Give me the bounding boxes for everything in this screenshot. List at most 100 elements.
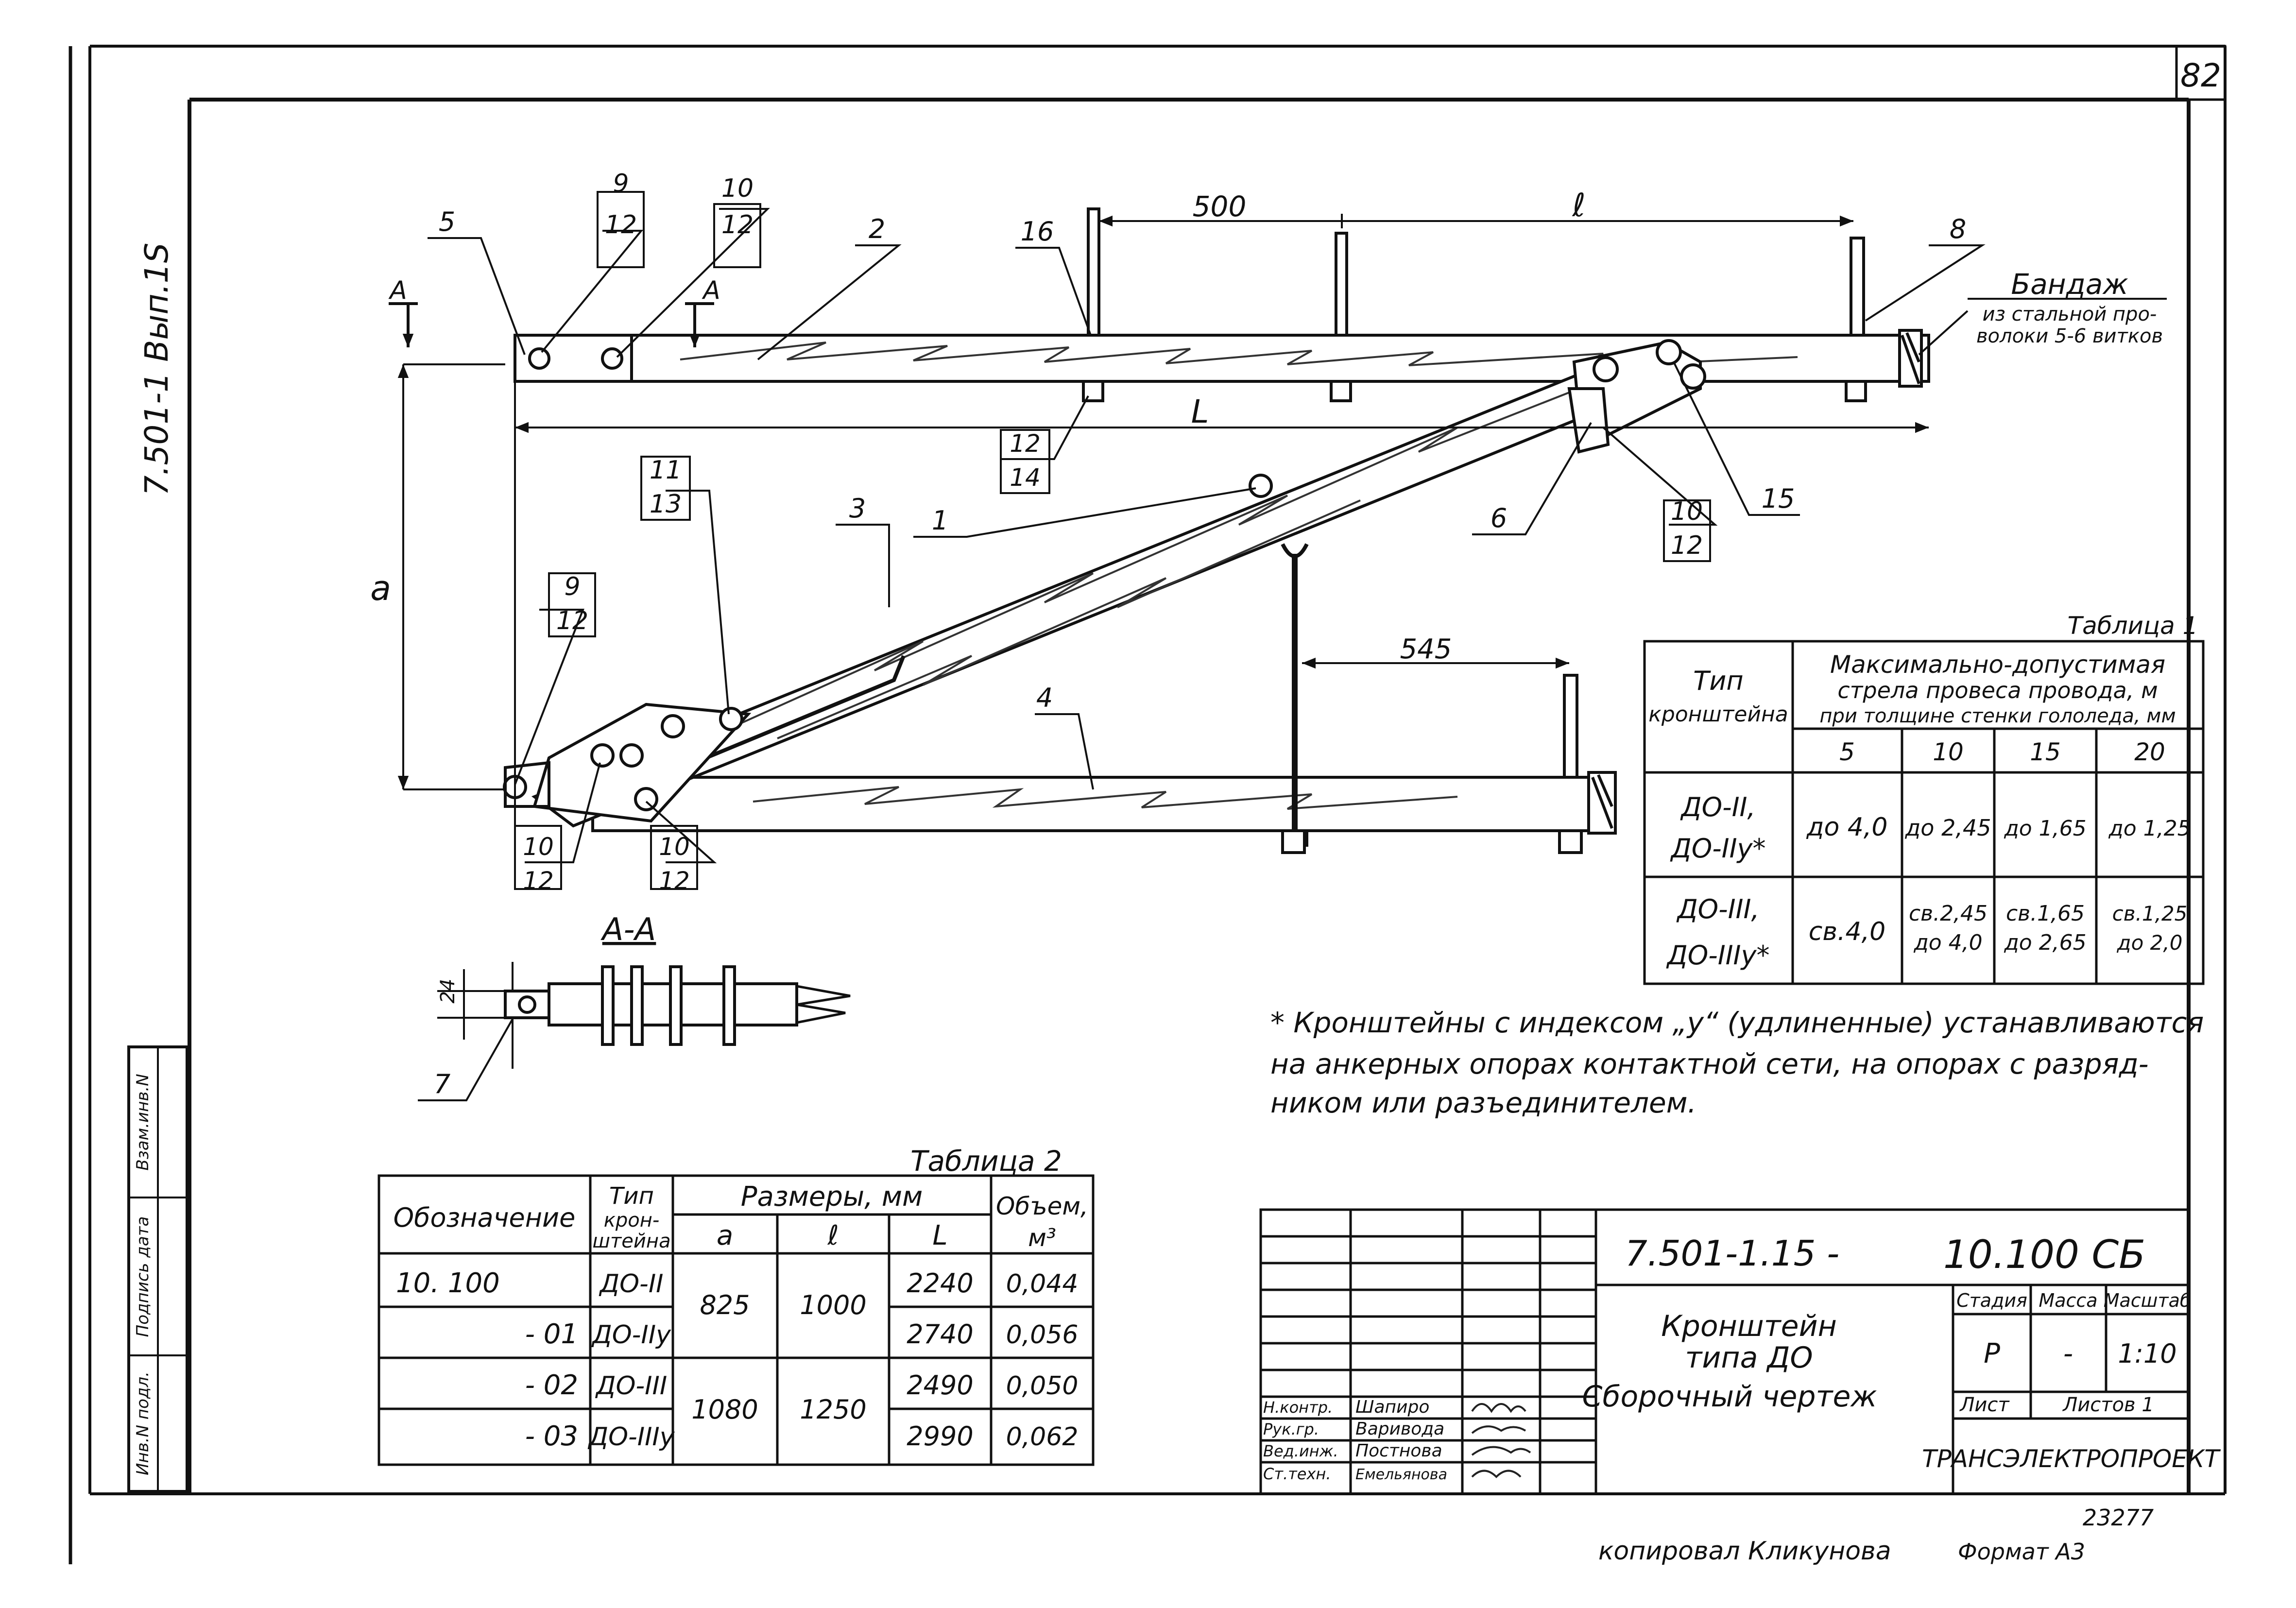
callout-12e: 12 [556,606,588,635]
t1-r1-v2: до 2,45 [1905,815,1991,841]
role-0: Н.контр. [1263,1398,1333,1417]
scale-value: 1:10 [2118,1338,2176,1369]
section-marks [389,302,714,347]
t2-type-2: ДО-III [595,1371,667,1401]
title-line2: типа ДО [1685,1341,1813,1375]
t1-r2-v3b: до 2,65 [2004,930,2086,955]
dim-545: 545 [1400,633,1452,665]
t2-vol-1: 0,056 [1006,1320,1079,1350]
dimensions [397,214,1929,874]
callout-12b: 12 [721,210,754,239]
t2-des-3: - 03 [525,1420,578,1452]
callout-9a: 9 [613,169,629,198]
bandage-line2: волоки 5-6 витков [1976,325,2163,347]
t2-a-1: 1080 [691,1394,758,1425]
callout-12a: 12 [605,210,637,239]
t2-h-vol-2: м³ [1028,1224,1056,1252]
callout-9b: 9 [564,572,580,601]
t2-h-L: L [932,1220,947,1251]
top-beam [514,329,1930,388]
section-view [437,962,851,1069]
signatures [1471,1403,1531,1478]
callout-12g: 12 [659,867,690,895]
callout-5: 5 [439,206,455,237]
t1-r2-v4b: до 2,0 [2117,931,2183,955]
callout-labels: 5 9 12 10 12 2 16 8 12 14 11 13 3 1 6 10… [434,169,1966,1099]
footnote-line3: ником или разъединителем. [1270,1086,1696,1119]
name-3: Емельянова [1355,1466,1447,1483]
t1-h-sag-2: стрела провеса провода, м [1837,677,2158,703]
t1-r1-type-1: ДО-II, [1680,792,1755,822]
t1-r2-v3a: св.1,65 [2006,901,2085,926]
callout-16: 16 [1021,216,1054,247]
bandage-line1: из стальной про- [1983,303,2157,325]
t2-L-2: 2490 [907,1370,973,1401]
callout-12d: 12 [1671,531,1703,560]
name-2: Постнова [1355,1441,1442,1461]
left-stamp [127,1045,188,1493]
t1-th-5: 5 [1839,738,1855,766]
doc-code: 7.501-1.15 - [1625,1233,1839,1274]
dim-l: ℓ [1572,187,1585,224]
org-name: ТРАНСЭЛЕКТРОПРОЕКТ [1922,1445,2221,1473]
t2-type-1: ДО-IIу [591,1320,671,1350]
callout-15: 15 [1762,483,1795,514]
callout-13: 13 [650,490,682,519]
t1-r1-type-2: ДО-IIу* [1670,833,1766,864]
section-mark-right: А [702,276,720,305]
role-2: Вед.инж. [1263,1442,1338,1460]
callout-7: 7 [434,1069,450,1099]
t2-l-0: 1000 [800,1290,866,1320]
name-1: Варивода [1355,1419,1444,1439]
side-label: 7.501-1 Вып.1S [138,242,175,496]
t2-h-a: a [717,1220,733,1251]
sheet-format: Формат А3 [1958,1539,2085,1565]
callout-11: 11 [650,456,682,485]
callout-8: 8 [1950,214,1966,244]
section-mark-left: А [388,276,407,305]
t1-r1-v3: до 1,65 [2004,816,2086,841]
table2-caption: Таблица 2 [910,1145,1062,1178]
name-0: Шапиро [1355,1397,1429,1417]
callout-12c: 12 [1010,429,1041,458]
dim-500: 500 [1193,190,1247,223]
leader-lines [418,208,1986,1101]
t2-h-designation: Обозначение [394,1202,576,1233]
callout-10d: 10 [659,833,690,861]
role-3: Ст.техн. [1263,1465,1331,1483]
t2-type-0: ДО-II [599,1269,664,1299]
dim-L: L [1191,393,1209,430]
table1-caption: Таблица 1 [2068,612,2198,640]
page-number: 82 [2180,57,2221,94]
dim-24: 24 [437,979,459,1004]
t1-r1-v1: до 4,0 [1806,813,1888,842]
t1-r2-v2b: до 4,0 [1913,930,1982,955]
t1-r2-v4a: св.1,25 [2112,902,2188,925]
callout-4: 4 [1036,683,1053,713]
t2-h-type-3: штейна [592,1230,670,1252]
table1-grid [1643,640,2205,985]
t2-vol-3: 0,062 [1006,1422,1079,1452]
callout-3: 3 [849,493,866,524]
t2-type-3: ДО-IIIу [587,1422,675,1452]
stamp-replace: Взам.инв.N [133,1074,153,1170]
sheet-label: Лист [1959,1394,2010,1416]
t2-h-sizes: Размеры, мм [741,1181,923,1213]
footnote-line2: на анкерных опорах контактной сети, на о… [1270,1047,2149,1080]
mass-value: - [2063,1338,2073,1369]
dim-a: a [370,568,391,608]
h-mass: Масса [2039,1290,2097,1311]
callout-12f: 12 [523,867,554,895]
t2-h-type-2: крон- [604,1209,660,1232]
t2-a-0: 825 [700,1290,750,1320]
t1-r2-type-1: ДО-III, [1676,894,1759,924]
t1-th-20: 20 [2134,738,2165,766]
top-plate [1567,339,1706,454]
callout-6: 6 [1491,503,1507,533]
h-stage: Стадия [1956,1290,2027,1311]
t1-h-sag-1: Максимально-допустимая [1830,650,2165,679]
h-scale: Масштаб [2104,1290,2192,1311]
t1-r2-type-2: ДО-IIIу* [1666,940,1770,971]
t1-h-sag-3: при толщине стенки гололеда, мм [1819,705,2176,727]
